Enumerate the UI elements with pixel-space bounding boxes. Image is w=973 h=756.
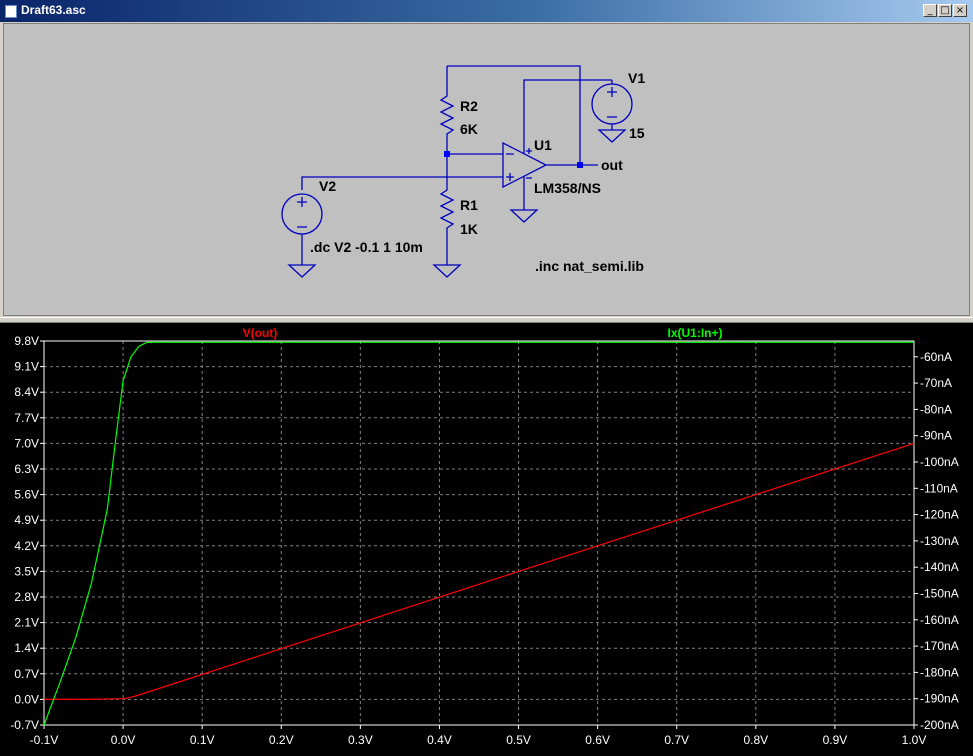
- x-tick-label: 0.9V: [823, 733, 848, 747]
- x-tick-label: 0.6V: [585, 733, 610, 747]
- schematic-canvas[interactable]: V1 15 R2 6K U1 LM358/NS V2 R1 1K out .dc…: [3, 23, 970, 316]
- y-left-tick-label: 1.4V: [14, 641, 39, 655]
- x-tick-label: 0.0V: [111, 733, 136, 747]
- x-tick-label: 1.0V: [902, 733, 927, 747]
- y-left-tick-label: 4.2V: [14, 539, 39, 553]
- schematic-drawing: V1 15 R2 6K U1 LM358/NS V2 R1 1K out .dc…: [281, 65, 645, 278]
- y-right-tick-label: -160nA: [920, 613, 959, 627]
- y-left-tick-label: 2.8V: [14, 590, 39, 604]
- wire-noninv-input: [301, 176, 503, 190]
- resistor-r1: [439, 154, 455, 264]
- y-right-tick-label: -200nA: [920, 718, 959, 732]
- y-left-tick-label: 0.0V: [14, 692, 39, 706]
- x-tick-label: 0.2V: [269, 733, 294, 747]
- x-tick-label: 0.8V: [743, 733, 768, 747]
- label-r1-value: 1K: [460, 221, 478, 237]
- window-titlebar[interactable]: Draft63.asc _ □ ×: [0, 0, 973, 22]
- waveform-plot[interactable]: -0.1V 0.0V 0.1V 0.2V 0.3V 0.4V 0.5V 0.6V 0.7V 0.8…: [0, 323, 973, 756]
- ground-v2: [287, 264, 317, 278]
- wire-vplus: [523, 79, 612, 154]
- y-right-tick-label: -130nA: [920, 534, 959, 548]
- x-tick-label: 0.5V: [506, 733, 531, 747]
- restore-button[interactable]: □: [938, 4, 952, 17]
- y-right-tick-label: -180nA: [920, 665, 959, 679]
- y-left-tick-label: 7.7V: [14, 411, 39, 425]
- y-left-tick-label: 4.9V: [14, 513, 39, 527]
- schematic-window[interactable]: Draft63.asc _ □ ×: [0, 0, 973, 320]
- trace-ix-u1-in[interactable]: [43, 341, 914, 726]
- ground-u1: [509, 209, 539, 223]
- junction-dot: [577, 162, 583, 168]
- y-left-tick-label: 6.3V: [14, 462, 39, 476]
- y-left-tick-label: 5.6V: [14, 488, 39, 502]
- label-out-net: out: [601, 157, 623, 173]
- y-right-tick-label: -140nA: [920, 560, 959, 574]
- label-r2-name: R2: [460, 98, 478, 114]
- label-u1-model: LM358/NS: [534, 180, 601, 196]
- junction-dot: [444, 151, 450, 157]
- y-left-tick-label: 8.4V: [14, 385, 39, 399]
- window-title: Draft63.asc: [21, 3, 86, 17]
- trace-label-vout[interactable]: V(out): [243, 326, 278, 340]
- x-tick-label: 0.7V: [664, 733, 689, 747]
- label-dc-directive: .dc V2 -0.1 1 10m: [310, 239, 423, 255]
- document-icon: [5, 5, 17, 18]
- y-right-tick-label: -120nA: [920, 508, 959, 522]
- y-left-tick-label: 9.1V: [14, 360, 39, 374]
- label-r2-value: 6K: [460, 121, 478, 137]
- label-r1-name: R1: [460, 197, 478, 213]
- label-v2-name: V2: [319, 178, 336, 194]
- plot-window[interactable]: -0.1V 0.0V 0.1V 0.2V 0.3V 0.4V 0.5V 0.6V 0.7V 0.8…: [0, 323, 973, 756]
- plot-frame: [43, 340, 915, 726]
- y-left-tick-label: 3.5V: [14, 564, 39, 578]
- y-right-tick-label: -70nA: [920, 376, 952, 390]
- x-tick-label: -0.1V: [30, 733, 59, 747]
- minimize-button[interactable]: _: [923, 4, 937, 17]
- trace-label-ix[interactable]: Ix(U1:In+): [667, 326, 722, 340]
- y-right-tick-label: -90nA: [920, 429, 952, 443]
- resistor-r2: [439, 90, 455, 154]
- label-inc-directive: .inc nat_semi.lib: [535, 258, 644, 274]
- y-right-tick-label: -60nA: [920, 350, 952, 364]
- x-tick-label: 0.4V: [427, 733, 452, 747]
- x-tick-label: 0.1V: [190, 733, 215, 747]
- y-right-tick-label: -80nA: [920, 402, 952, 416]
- y-left-tick-label: -0.7V: [10, 718, 39, 732]
- y-left-tick-label: 9.8V: [14, 334, 39, 348]
- y-right-tick-label: -150nA: [920, 586, 959, 600]
- ground-r1: [432, 264, 462, 278]
- trace-v-out[interactable]: [44, 442, 915, 700]
- x-tick-label: 0.3V: [348, 733, 373, 747]
- y-right-tick-label: -170nA: [920, 639, 959, 653]
- y-right-tick-label: -190nA: [920, 692, 959, 706]
- y-right-tick-label: -100nA: [920, 455, 959, 469]
- y-right-tick-label: -110nA: [920, 481, 958, 495]
- y-left-tick-label: 2.1V: [14, 616, 39, 630]
- close-button[interactable]: ×: [953, 4, 967, 17]
- y-left-tick-label: 7.0V: [14, 436, 39, 450]
- y-left-tick-label: 0.7V: [14, 667, 39, 681]
- label-v1-name: V1: [628, 70, 645, 86]
- label-u1-name: U1: [534, 137, 552, 153]
- wire-feedback: [447, 65, 581, 165]
- ground-v1: [597, 129, 627, 143]
- window-splitter[interactable]: [0, 317, 973, 323]
- label-v1-value: 15: [629, 125, 645, 141]
